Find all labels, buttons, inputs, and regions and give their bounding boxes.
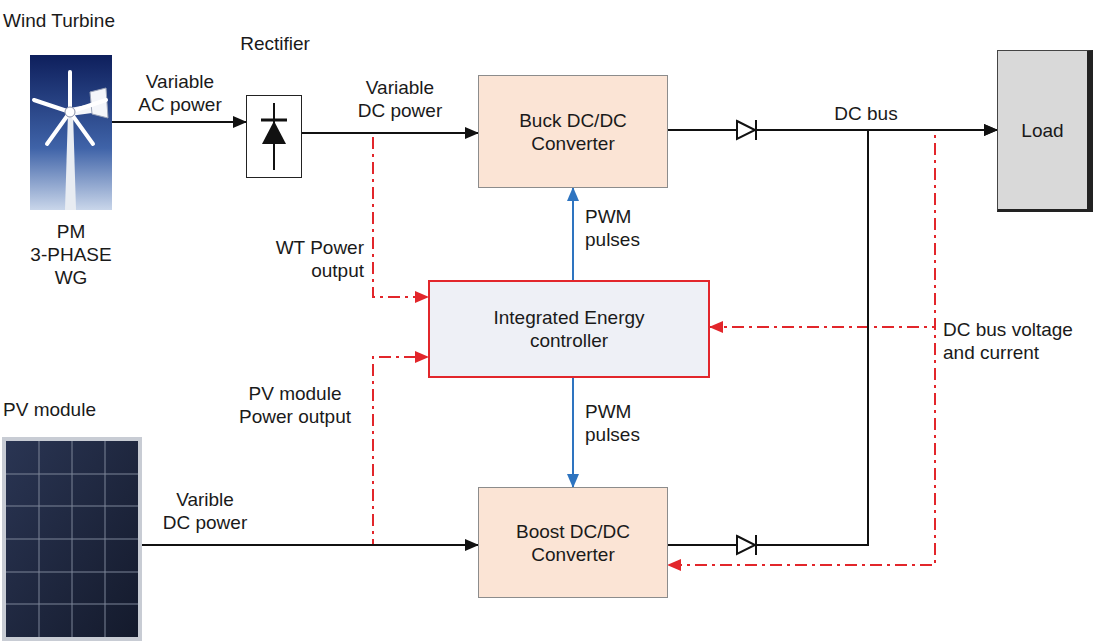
word: Wind xyxy=(3,10,46,31)
edge-label: Variable AC power xyxy=(136,70,224,116)
rectifier-box: Rectifier xyxy=(246,95,302,178)
word: Variable xyxy=(146,71,214,92)
word: PWM xyxy=(585,206,631,227)
word: pulses xyxy=(585,229,640,250)
word: PM xyxy=(57,221,86,242)
power-line xyxy=(668,130,997,545)
control-arrow xyxy=(572,378,574,487)
word: Variable xyxy=(366,77,434,98)
word: Varible xyxy=(176,489,234,510)
pv-module: PV module xyxy=(2,437,142,641)
word: Energy xyxy=(584,307,644,328)
box-text: Integrated Energy controller xyxy=(474,306,664,352)
word: DC xyxy=(358,100,385,121)
signal-line xyxy=(142,357,428,545)
edge-label: DC bus xyxy=(821,102,911,125)
word: Converter xyxy=(531,544,614,565)
word: PV xyxy=(3,399,28,420)
edge-label: WT Power output xyxy=(234,236,364,282)
word: Integrated xyxy=(493,307,579,328)
word: output xyxy=(311,260,364,281)
controller-box: Integrated Energy controller xyxy=(428,280,710,378)
edge-label: PV module Power output xyxy=(235,382,355,428)
word: DC xyxy=(834,103,861,124)
edge-label: DC bus voltage and current xyxy=(943,318,1098,364)
edge-label: PWM pulses xyxy=(585,205,665,251)
pv-panel-picture xyxy=(2,437,142,641)
load-box: Load xyxy=(997,50,1093,212)
wind-turbine-picture xyxy=(30,55,112,210)
word: module xyxy=(34,399,96,420)
word: Rectifier xyxy=(240,33,310,54)
control-arrow xyxy=(572,188,574,280)
box-text: Load xyxy=(1021,119,1063,142)
box-text: Boost DC/DC Converter xyxy=(493,520,653,566)
word: Turbine xyxy=(51,10,115,31)
word: and xyxy=(943,342,975,363)
word: WG xyxy=(55,267,88,288)
word: power xyxy=(390,100,442,121)
signal-line xyxy=(668,130,997,565)
converter-box: Buck DC/DC Converter xyxy=(478,75,668,188)
word: WT xyxy=(276,237,305,258)
rectifier-diode-symbol xyxy=(261,103,287,170)
word: PWM xyxy=(585,401,631,422)
word: DC xyxy=(943,319,970,340)
word: output xyxy=(298,406,351,427)
node-caption: PV module xyxy=(3,398,143,421)
word: DC/DC xyxy=(567,110,627,131)
wind-turbine: Wind TurbinePM 3-PHASE WG xyxy=(30,55,112,210)
edge-label: Varible DC power xyxy=(161,488,249,534)
node-caption: Wind Turbine xyxy=(3,9,153,32)
word: Boost xyxy=(516,521,565,542)
word: Load xyxy=(1021,120,1063,141)
node-caption: Rectifier xyxy=(215,32,335,55)
word: voltage xyxy=(1012,319,1073,340)
word: DC xyxy=(163,512,190,533)
word: Converter xyxy=(531,133,614,154)
diode-symbol xyxy=(737,120,756,140)
word: power xyxy=(195,512,247,533)
word: DC/DC xyxy=(570,521,630,542)
word: module xyxy=(279,383,341,404)
signal-line xyxy=(302,133,428,297)
converter-box: Boost DC/DC Converter xyxy=(478,487,668,598)
word: 3-PHASE xyxy=(30,244,111,265)
power-line xyxy=(112,121,246,123)
edge-label: Variable DC power xyxy=(356,76,444,122)
box-text: Buck DC/DC Converter xyxy=(493,109,653,155)
diode-symbol xyxy=(737,535,756,555)
word: pulses xyxy=(585,424,640,445)
word: bus xyxy=(867,103,898,124)
power-line xyxy=(142,544,478,546)
word: Power xyxy=(310,237,364,258)
power-line xyxy=(302,132,478,134)
word: current xyxy=(980,342,1039,363)
word: bus xyxy=(976,319,1007,340)
word: AC xyxy=(138,94,164,115)
signal-line xyxy=(710,130,997,327)
node-caption: PM 3-PHASE WG xyxy=(26,220,116,289)
word: PV xyxy=(249,383,274,404)
word: Buck xyxy=(519,110,561,131)
word: Power xyxy=(239,406,293,427)
word: power xyxy=(170,94,222,115)
word: controller xyxy=(530,330,608,351)
edge-label: PWM pulses xyxy=(585,400,665,446)
